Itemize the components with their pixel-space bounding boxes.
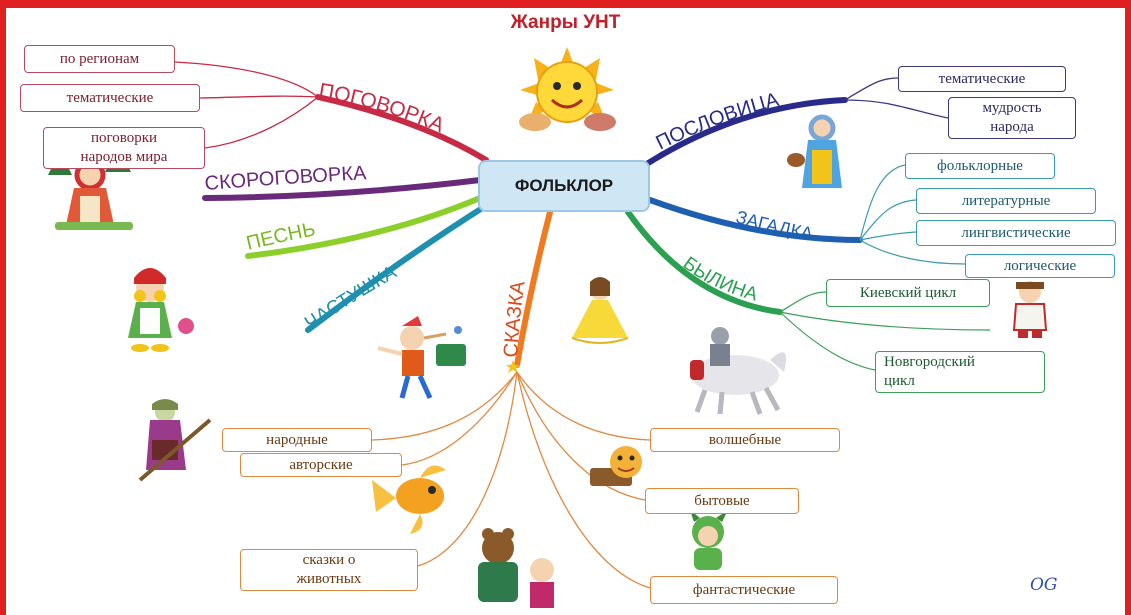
poslovitsa-item-mudrost-naroda: мудрость народа	[948, 97, 1076, 139]
branch-chastushka: ЧАСТУШКА	[301, 202, 490, 334]
dragon-illustration	[690, 510, 728, 570]
link-lingvisticheskie	[859, 231, 917, 241]
skazka-item-volshebnye: волшебные	[650, 428, 840, 452]
link-folklornye	[859, 164, 906, 241]
branch-line-chastushka	[305, 202, 490, 333]
branch-line-zagadka	[647, 197, 863, 243]
pogovorka-item-tematicheskie: тематические	[20, 84, 200, 112]
skazka-item-fantasticheskie: фантастические	[650, 576, 838, 604]
link-fantasticheskie	[516, 371, 651, 589]
skazka-item-narodnye: народные	[222, 428, 372, 452]
pogovorka-item-po-regionam: по регионам	[24, 45, 175, 73]
link-logicheskie	[859, 239, 966, 265]
star-icon	[506, 360, 520, 373]
branch-skorogovorka: СКОРОГОВОРКА	[202, 162, 483, 201]
link-volshebnye	[516, 371, 651, 441]
branch-line-pesn	[245, 195, 483, 259]
bylina-item-kievskiy-cikl: Киевский цикл	[826, 279, 990, 307]
pinocchio-illustration	[377, 316, 466, 400]
bylina-item-novgorodskiy-cikl: Новгородский цикл	[875, 351, 1045, 393]
branch-label-chastushka: ЧАСТУШКА	[301, 262, 400, 334]
zagadka-item-folklornye: фольклорные	[905, 153, 1055, 179]
little-girl-illustration	[128, 268, 194, 352]
goldfish-illustration	[372, 465, 446, 534]
link-extra	[779, 311, 991, 331]
branch-line-skorogovorka	[202, 177, 483, 201]
knight-on-horse-illustration	[690, 327, 787, 415]
link-kievskiy	[779, 291, 827, 313]
branch-line-skazka	[514, 209, 553, 368]
princess-illustration	[571, 277, 629, 344]
link-po-regionam	[174, 61, 319, 98]
zagadka-item-logicheskie: логические	[965, 254, 1115, 278]
zagadka-item-literaturnye: литературные	[916, 188, 1096, 214]
skazka-item-skazki-o-zhivotnyh: сказки о животных	[240, 549, 418, 591]
link-bytovye	[516, 371, 646, 501]
branch-line-bylina	[625, 209, 783, 315]
skazka-item-bytovye: бытовые	[645, 488, 799, 514]
link-narodnye	[371, 371, 518, 441]
bogatyr-illustration	[1012, 281, 1048, 338]
branch-pogovorka: ПОГОВОРКА	[174, 61, 489, 163]
branch-label-pogovorka: ПОГОВОРКА	[317, 79, 447, 137]
link-tematicheskie-poslovitsa	[844, 77, 899, 101]
pogovorka-item-narodov-mira: поговорки народов мира	[43, 127, 205, 169]
branch-pesn: ПЕСНЬ	[244, 195, 483, 259]
central-node: ФОЛЬКЛОР	[478, 160, 650, 212]
kolobok-illustration	[590, 446, 642, 486]
link-literaturnye	[859, 199, 917, 241]
branch-line-pogovorka	[315, 94, 489, 163]
branch-label-poslovitsa: ПОСЛОВИЦА	[653, 89, 782, 155]
sun-illustration	[519, 47, 616, 131]
branch-line-poslovitsa	[642, 97, 848, 168]
baba-yaga-illustration	[138, 399, 212, 482]
page-title: Жанры УНТ	[510, 12, 621, 33]
link-skazki-o-zhivotnyh	[417, 371, 518, 567]
link-avtorskie	[401, 371, 518, 466]
link-mudrost-naroda	[844, 99, 949, 119]
link-novgorodskiy	[779, 311, 876, 371]
link-pogovorki-narodov	[204, 96, 319, 149]
zagadka-item-lingvisticheskie: лингвистические	[916, 220, 1116, 246]
author-signature: OG	[1030, 575, 1058, 595]
skazka-item-avtorskie: авторские	[240, 453, 402, 477]
poslovitsa-item-tematicheskie: тематические	[898, 66, 1066, 92]
girl-with-basket-illustration	[787, 114, 842, 188]
branch-label-zagadka: ЗАГАДКА	[734, 207, 815, 244]
link-tematicheskie-pogovorka	[199, 95, 319, 99]
bears-illustration	[478, 528, 554, 608]
